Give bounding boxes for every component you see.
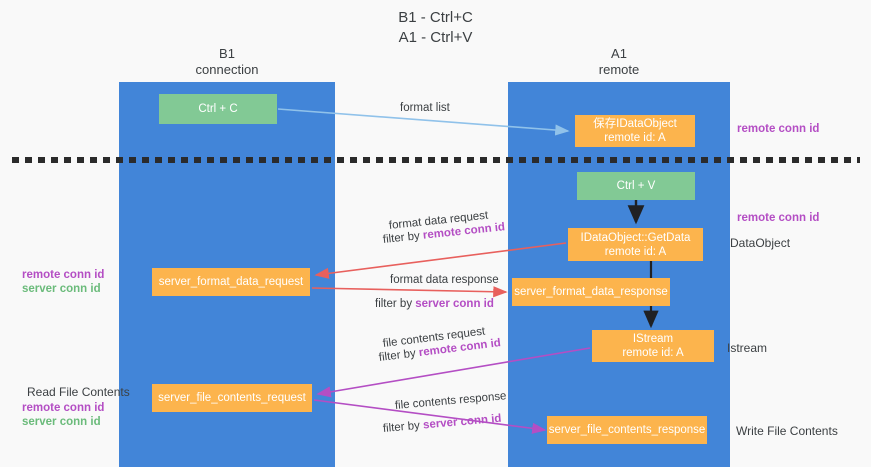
lane-title-b1: B1 connection bbox=[195, 46, 259, 77]
filter-prefix: filter by bbox=[382, 419, 424, 435]
node-ctrl-c[interactable]: Ctrl + C bbox=[159, 94, 277, 124]
edge-label-format-list: format list bbox=[400, 102, 450, 114]
annotation-write-file-contents: Write File Contents bbox=[736, 424, 838, 438]
lane-title-a1: A1 remote bbox=[598, 46, 640, 77]
phase-divider bbox=[12, 157, 860, 163]
annotation-left-conn-ids-bottom: remote conn id server conn id bbox=[22, 401, 104, 429]
annotation-left-remote-conn-id-1: remote conn id bbox=[22, 269, 105, 281]
node-server-file-contents-request[interactable]: server_file_contents_request bbox=[152, 384, 312, 412]
annotation-left-conn-ids-top: remote conn id server conn id bbox=[22, 268, 104, 296]
annotation-remote-conn-id-top: remote conn id bbox=[737, 123, 820, 135]
filter-key-server-conn-id: server conn id bbox=[422, 412, 502, 432]
node-server-format-data-request[interactable]: server_format_data_request bbox=[152, 268, 310, 296]
annotation-dataobject: DataObject bbox=[730, 236, 791, 250]
filter-prefix: filter by bbox=[375, 298, 416, 310]
node-data-object[interactable]: 保存IDataObject remote id: A bbox=[575, 115, 695, 147]
edge-label-format-data-response: format data response bbox=[390, 274, 499, 286]
annotation-remote-conn-id-mid: remote conn id bbox=[737, 212, 820, 224]
annotation-left-server-conn-id-2: server conn id bbox=[22, 416, 101, 428]
node-idataobject-getdata[interactable]: IDataObject::GetData remote id: A bbox=[568, 228, 703, 261]
filter-key-server-conn-id: server conn id bbox=[415, 298, 494, 310]
edge-label-format-data-response-filter: filter by server conn id bbox=[375, 297, 494, 312]
edge-format-data-response bbox=[311, 286, 508, 298]
node-server-format-data-response[interactable]: server_format_data_response bbox=[512, 278, 670, 306]
edge-label-file-contents-response: file contents response bbox=[394, 390, 507, 412]
page-title: B1 - Ctrl+C A1 - Ctrl+V bbox=[398, 9, 473, 46]
node-server-file-contents-response[interactable]: server_file_contents_response bbox=[547, 416, 707, 444]
annotation-istream: Istream bbox=[727, 341, 768, 355]
annotation-left-remote-conn-id-2: remote conn id bbox=[22, 402, 105, 414]
node-ctrl-v[interactable]: Ctrl + V bbox=[577, 172, 695, 200]
edge-label-file-contents-response-filter: filter by server conn id bbox=[382, 412, 502, 437]
filter-prefix: filter by bbox=[382, 229, 424, 246]
annotation-left-server-conn-id-1: server conn id bbox=[22, 283, 101, 295]
node-istream[interactable]: IStream remote id: A bbox=[592, 330, 714, 362]
annotation-read-file-contents: Read File Contents bbox=[27, 385, 130, 399]
filter-prefix: filter by bbox=[378, 347, 420, 364]
